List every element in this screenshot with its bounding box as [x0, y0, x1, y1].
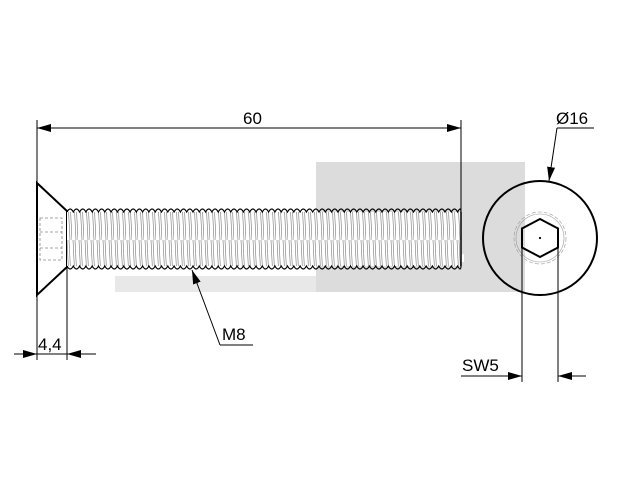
thread-leader: [191, 269, 253, 346]
head-height-label: 4,4: [38, 335, 62, 354]
head-diameter-label: Ø16: [556, 109, 588, 128]
dimension-head-diameter: [547, 127, 594, 182]
screw-side-view: [36, 180, 462, 298]
thread-label: M8: [222, 325, 246, 344]
screw-end-view: [482, 180, 598, 296]
socket-size-label: SW5: [462, 356, 499, 375]
dimension-length: [36, 120, 462, 360]
length-label: 60: [243, 109, 262, 128]
dimension-socket-size: [461, 248, 586, 382]
dimension-head-height: [14, 267, 96, 360]
hex-socket-icon: [521, 217, 559, 259]
